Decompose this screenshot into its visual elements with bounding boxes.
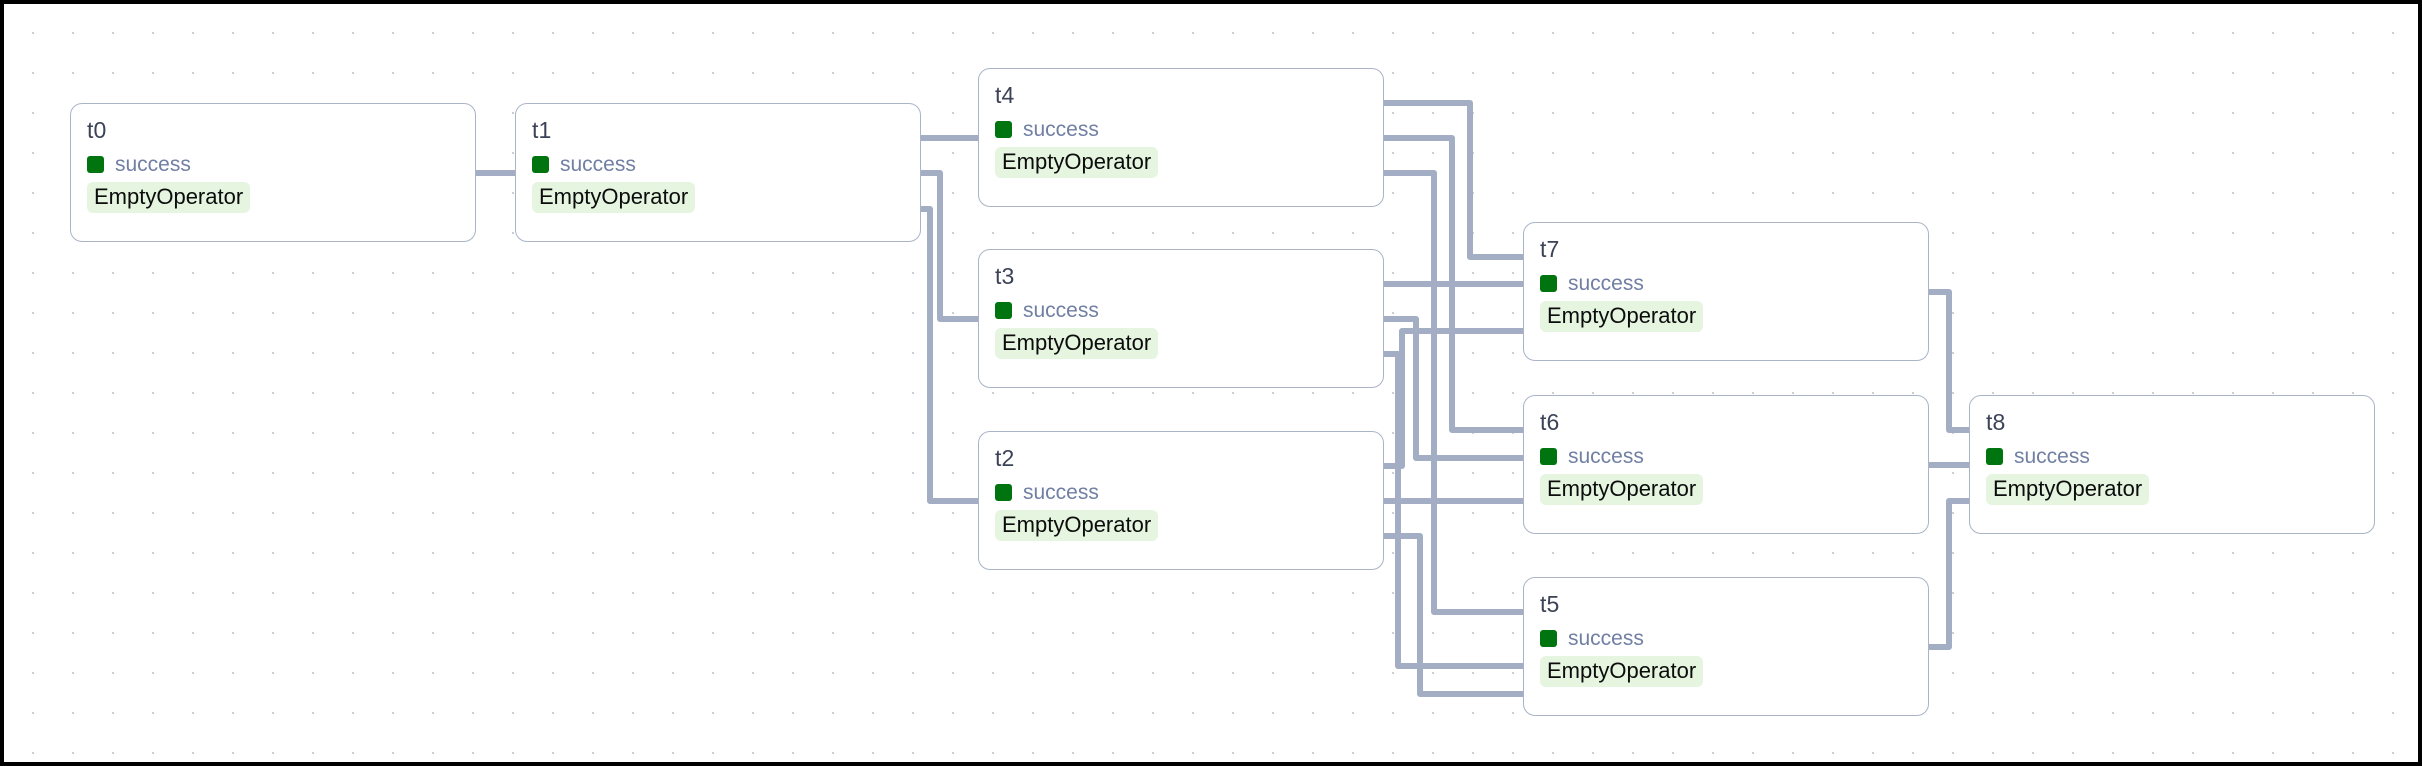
- task-status-label: success: [1023, 298, 1099, 322]
- status-square-icon: [995, 483, 1012, 501]
- status-square-icon: [532, 155, 549, 173]
- task-status-row: success: [1986, 444, 2358, 468]
- task-operator-row: EmptyOperator: [1540, 474, 1912, 505]
- task-node-title: t0: [87, 117, 107, 143]
- task-status-row: success: [995, 117, 1367, 141]
- task-node-title: t5: [1540, 591, 1560, 617]
- task-status-label: success: [560, 152, 636, 176]
- task-node-title: t1: [532, 117, 552, 143]
- status-square-icon: [1540, 629, 1557, 647]
- task-node-title: t2: [995, 445, 1015, 471]
- task-operator-badge: EmptyOperator: [532, 182, 696, 213]
- status-square-icon: [995, 301, 1012, 319]
- task-operator-badge: EmptyOperator: [1540, 474, 1704, 505]
- task-operator-badge: EmptyOperator: [1540, 301, 1704, 332]
- task-operator-row: EmptyOperator: [1986, 474, 2358, 505]
- task-status-row: success: [1540, 626, 1912, 650]
- edge-t2-t5: [1384, 533, 1523, 697]
- edge-t3-t6: [1384, 316, 1523, 461]
- edge-t1-t2b: [921, 206, 978, 504]
- edge-t1-t3: [921, 170, 978, 322]
- status-square-icon: [995, 120, 1012, 138]
- task-operator-row: EmptyOperator: [1540, 656, 1912, 687]
- task-status-label: success: [1023, 117, 1099, 141]
- task-operator-badge: EmptyOperator: [1540, 656, 1704, 687]
- task-status-row: success: [87, 152, 459, 176]
- task-operator-row: EmptyOperator: [1540, 301, 1912, 332]
- task-status-label: success: [1568, 271, 1644, 295]
- task-status-label: success: [1568, 444, 1644, 468]
- task-operator-row: EmptyOperator: [87, 182, 459, 213]
- task-operator-badge: EmptyOperator: [995, 510, 1159, 541]
- edge-t7-t8: [1929, 289, 1969, 433]
- task-status-label: success: [115, 152, 191, 176]
- task-status-row: success: [995, 298, 1367, 322]
- task-node-title: t4: [995, 82, 1015, 108]
- task-operator-row: EmptyOperator: [995, 147, 1367, 178]
- task-status-row: success: [1540, 444, 1912, 468]
- edge-t2-t7: [1384, 328, 1523, 469]
- task-operator-badge: EmptyOperator: [1986, 474, 2150, 505]
- task-status-row: success: [995, 480, 1367, 504]
- task-node-title: t8: [1986, 409, 2006, 435]
- task-status-label: success: [1568, 626, 1644, 650]
- edge-t4-t5: [1384, 170, 1523, 615]
- task-operator-row: EmptyOperator: [995, 510, 1367, 541]
- status-square-icon: [1540, 274, 1557, 292]
- status-square-icon: [1540, 447, 1557, 465]
- edge-t5-t8: [1929, 498, 1969, 650]
- edge-t3-t5: [1384, 351, 1523, 669]
- edge-t4-t7: [1384, 100, 1523, 260]
- task-operator-badge: EmptyOperator: [87, 182, 251, 213]
- task-status-row: success: [532, 152, 904, 176]
- task-operator-row: EmptyOperator: [995, 328, 1367, 359]
- task-status-label: success: [2014, 444, 2090, 468]
- task-operator-badge: EmptyOperator: [995, 147, 1159, 178]
- task-operator-row: EmptyOperator: [532, 182, 904, 213]
- task-status-label: success: [1023, 480, 1099, 504]
- task-node-title: t3: [995, 263, 1015, 289]
- edge-t4-t6: [1384, 135, 1523, 433]
- task-node-title: t6: [1540, 409, 1560, 435]
- status-square-icon: [1986, 447, 2003, 465]
- task-status-row: success: [1540, 271, 1912, 295]
- status-square-icon: [87, 155, 104, 173]
- task-operator-badge: EmptyOperator: [995, 328, 1159, 359]
- task-node-title: t7: [1540, 236, 1560, 262]
